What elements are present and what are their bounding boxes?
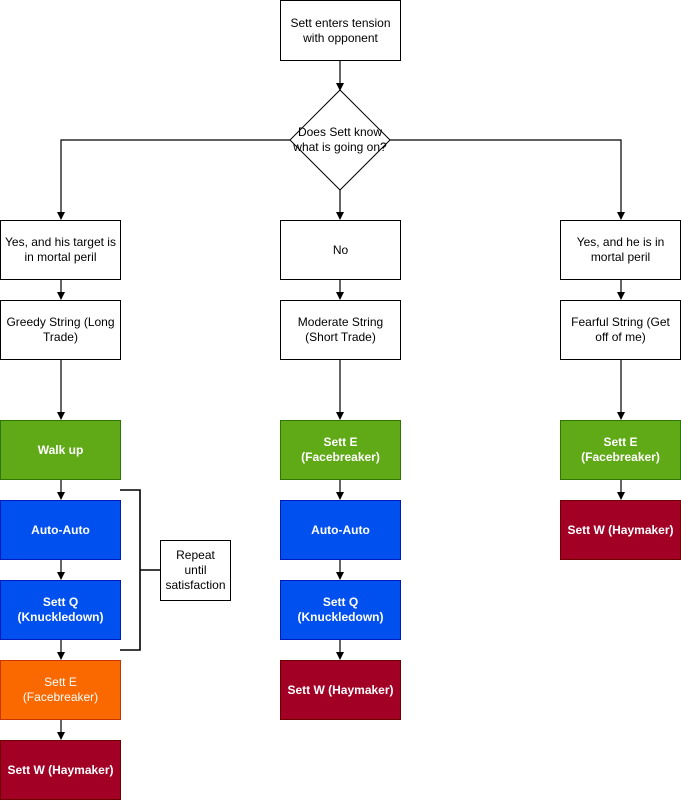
connector-decision-to-right (390, 139, 625, 220)
right-step-sett-e: Sett E (Facebreaker) (560, 420, 681, 480)
left-step-sett-w: Sett W (Haymaker) (0, 740, 121, 800)
left-step-sett-q: Sett Q (Knuckledown) (0, 580, 121, 640)
left-step-sett-e: Sett E (Facebreaker) (0, 660, 121, 720)
right-strategy: Fearful String (Get off of me) (560, 300, 681, 360)
left-strategy: Greedy String (Long Trade) (0, 300, 121, 360)
middle-strategy: Moderate String (Short Trade) (280, 300, 401, 360)
middle-condition: No (280, 220, 401, 280)
middle-step-sett-e: Sett E (Facebreaker) (280, 420, 401, 480)
left-condition: Yes, and his target is in mortal peril (0, 220, 121, 280)
connector-decision-to-left (57, 139, 290, 220)
middle-step-sett-w: Sett W (Haymaker) (280, 660, 401, 720)
middle-step-sett-q: Sett Q (Knuckledown) (280, 580, 401, 640)
left-step-walk-up: Walk up (0, 420, 121, 480)
right-condition: Yes, and he is in mortal peril (560, 220, 681, 280)
loop-note: Repeat until satisfaction (160, 540, 231, 601)
decision-label: Does Sett know what is going on? (293, 125, 387, 154)
start-node: Sett enters tension with opponent (280, 0, 401, 61)
middle-step-auto-auto: Auto-Auto (280, 500, 401, 560)
left-step-auto-auto: Auto-Auto (0, 500, 121, 560)
right-step-sett-w: Sett W (Haymaker) (560, 500, 681, 560)
loop-bracket (120, 489, 141, 651)
